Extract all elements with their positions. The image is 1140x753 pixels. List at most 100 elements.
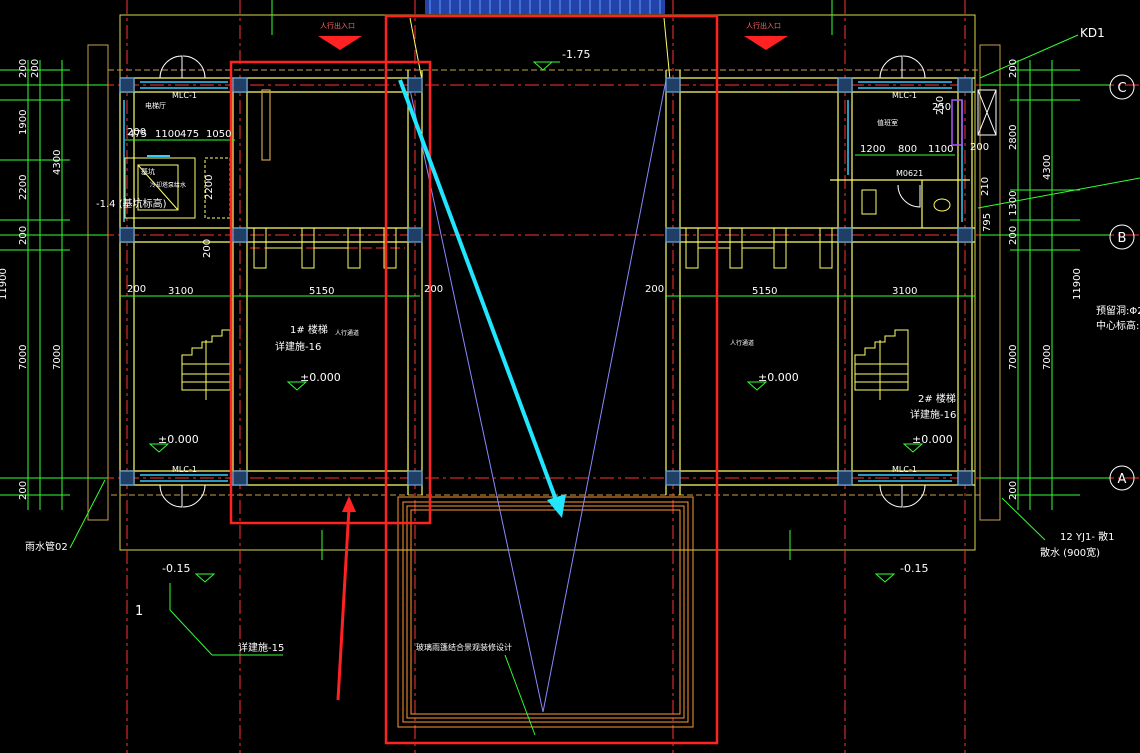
dim-left-col1-4: 7000	[18, 345, 29, 370]
red-arrow-head-icon	[342, 496, 356, 512]
dim-top-left-2: 475	[180, 129, 199, 140]
column	[957, 227, 973, 243]
dim-right-col1-0: 200	[1008, 59, 1019, 78]
label-elev-top: -1.75	[562, 48, 590, 61]
dim-right-col1-3: 200	[1008, 226, 1019, 245]
label-apron: 散水 (900宽)	[1040, 546, 1100, 559]
grid-bubble-b-label: B	[1118, 231, 1127, 246]
dim-top-right-2: 1100	[928, 144, 953, 155]
dim-right-col1-5: 200	[1008, 481, 1019, 500]
dim-left-col1-0: 200	[18, 59, 29, 78]
dim-right-total-0: 4300	[1042, 155, 1053, 180]
label-ped-left: 人行通道	[335, 329, 359, 337]
label-stair2: 2# 楼梯	[918, 392, 956, 405]
column	[837, 77, 853, 93]
label-ref15-num: 1	[135, 604, 143, 619]
label-elev-neg14: -1.4 (基坑标高)	[96, 197, 167, 210]
column	[837, 227, 853, 243]
top-grating	[425, 0, 665, 14]
column	[665, 470, 681, 486]
label-mlc-tr: MLC-1	[892, 91, 917, 100]
column	[232, 77, 248, 93]
column	[407, 470, 423, 486]
dim-right-outer: 11900	[1072, 268, 1083, 300]
label-elev-pm-r2: ±0.000	[912, 433, 953, 446]
column	[957, 470, 973, 486]
column	[665, 77, 681, 93]
label-stair2-ref: 详建施-16	[910, 408, 956, 421]
dim-top-right-1: 800	[898, 144, 917, 155]
stair-2	[854, 329, 909, 400]
label-ref15: 详建施-15	[238, 641, 284, 654]
dim-left-col1-1: 1900	[18, 110, 29, 135]
label-elev-low-l: -0.15	[162, 562, 190, 575]
dim-left-total-1: 7000	[52, 345, 63, 370]
dim-misc-200e: 200	[970, 142, 989, 153]
dim-left-col1-5: 200	[18, 481, 29, 500]
grid-bubble-c[interactable]: C	[1109, 74, 1135, 100]
dim-misc-2200v: 2200	[204, 175, 215, 200]
dim-top-right-0: 1200	[860, 144, 885, 155]
label-glass-canopy: 玻璃雨篷结合景观装修设计	[416, 642, 512, 652]
column	[119, 227, 135, 243]
dim-left-col2-200: 200	[30, 59, 41, 78]
dim-left-col1-3: 200	[18, 226, 29, 245]
right-room-fixtures	[861, 89, 997, 215]
dim-misc-795: 795	[982, 213, 993, 232]
label-elev-pm-r1: ±0.000	[758, 371, 799, 384]
label-reserved: 预留洞:Φ2	[1096, 304, 1140, 317]
column	[957, 77, 973, 93]
dim-misc-200c: 200	[645, 284, 664, 295]
dim-span-right-0: 5150	[752, 286, 777, 297]
column	[665, 227, 681, 243]
grid-bubble-a[interactable]: A	[1109, 465, 1135, 491]
entry-arrows	[318, 36, 788, 50]
column	[407, 77, 423, 93]
bollards	[250, 227, 833, 269]
label-elev-low-r: -0.15	[900, 562, 928, 575]
label-mlc-tl: MLC-1	[172, 91, 197, 100]
dim-top-left-0: 475	[128, 129, 147, 140]
dim-left-col1-2: 2200	[18, 175, 29, 200]
north-ticks	[271, 0, 833, 560]
structural-columns	[119, 77, 973, 486]
grid-bubble-a-label: A	[1118, 472, 1127, 487]
dim-span-right-1: 3100	[892, 286, 917, 297]
dim-misc-200d: 200	[127, 127, 146, 138]
dim-left-total-0: 4300	[52, 150, 63, 175]
entry-arrow-right	[744, 36, 788, 50]
label-room-elec: 电梯厅	[145, 101, 166, 110]
label-elev-pm-l2: ±0.000	[158, 433, 199, 446]
dimension-lines	[0, 34, 1140, 736]
label-entry-left: 人行出入口	[320, 21, 355, 30]
label-ped-right: 人行通道	[730, 339, 754, 347]
annotation-overlays[interactable]	[229, 14, 719, 745]
label-pit-text1: 基坑	[141, 167, 155, 176]
label-center-elev: 中心标高: 3	[1096, 319, 1140, 332]
grid-bubble-c-label: C	[1117, 81, 1126, 96]
dim-misc-200b: 200	[424, 284, 443, 295]
highlight-box-left[interactable]	[229, 60, 432, 525]
label-stair1: 1# 楼梯	[290, 323, 328, 336]
cyan-arrow-head-icon	[547, 494, 566, 518]
dim-right-col1-1: 2800	[1008, 125, 1019, 150]
column	[119, 77, 135, 93]
dim-span-left-0: 3100	[168, 286, 193, 297]
label-mlc-bl: MLC-1	[172, 465, 197, 474]
label-m0621: M0621	[896, 169, 923, 178]
red-pointer-arrow	[336, 507, 351, 701]
label-stair1-ref: 详建施-16	[275, 340, 321, 353]
grid-bubble-b[interactable]: B	[1109, 224, 1135, 250]
dim-right-total-1: 7000	[1042, 345, 1053, 370]
dim-misc-250a: 250	[932, 102, 951, 113]
label-mlc-br: MLC-1	[892, 465, 917, 474]
highlight-box-center[interactable]	[384, 14, 719, 745]
label-elev-pm-l1: ±0.000	[300, 371, 341, 384]
column	[119, 470, 135, 486]
column	[407, 227, 423, 243]
ramp-lines	[407, 17, 671, 713]
column	[232, 227, 248, 243]
label-room-tr: 值班室	[877, 118, 898, 127]
